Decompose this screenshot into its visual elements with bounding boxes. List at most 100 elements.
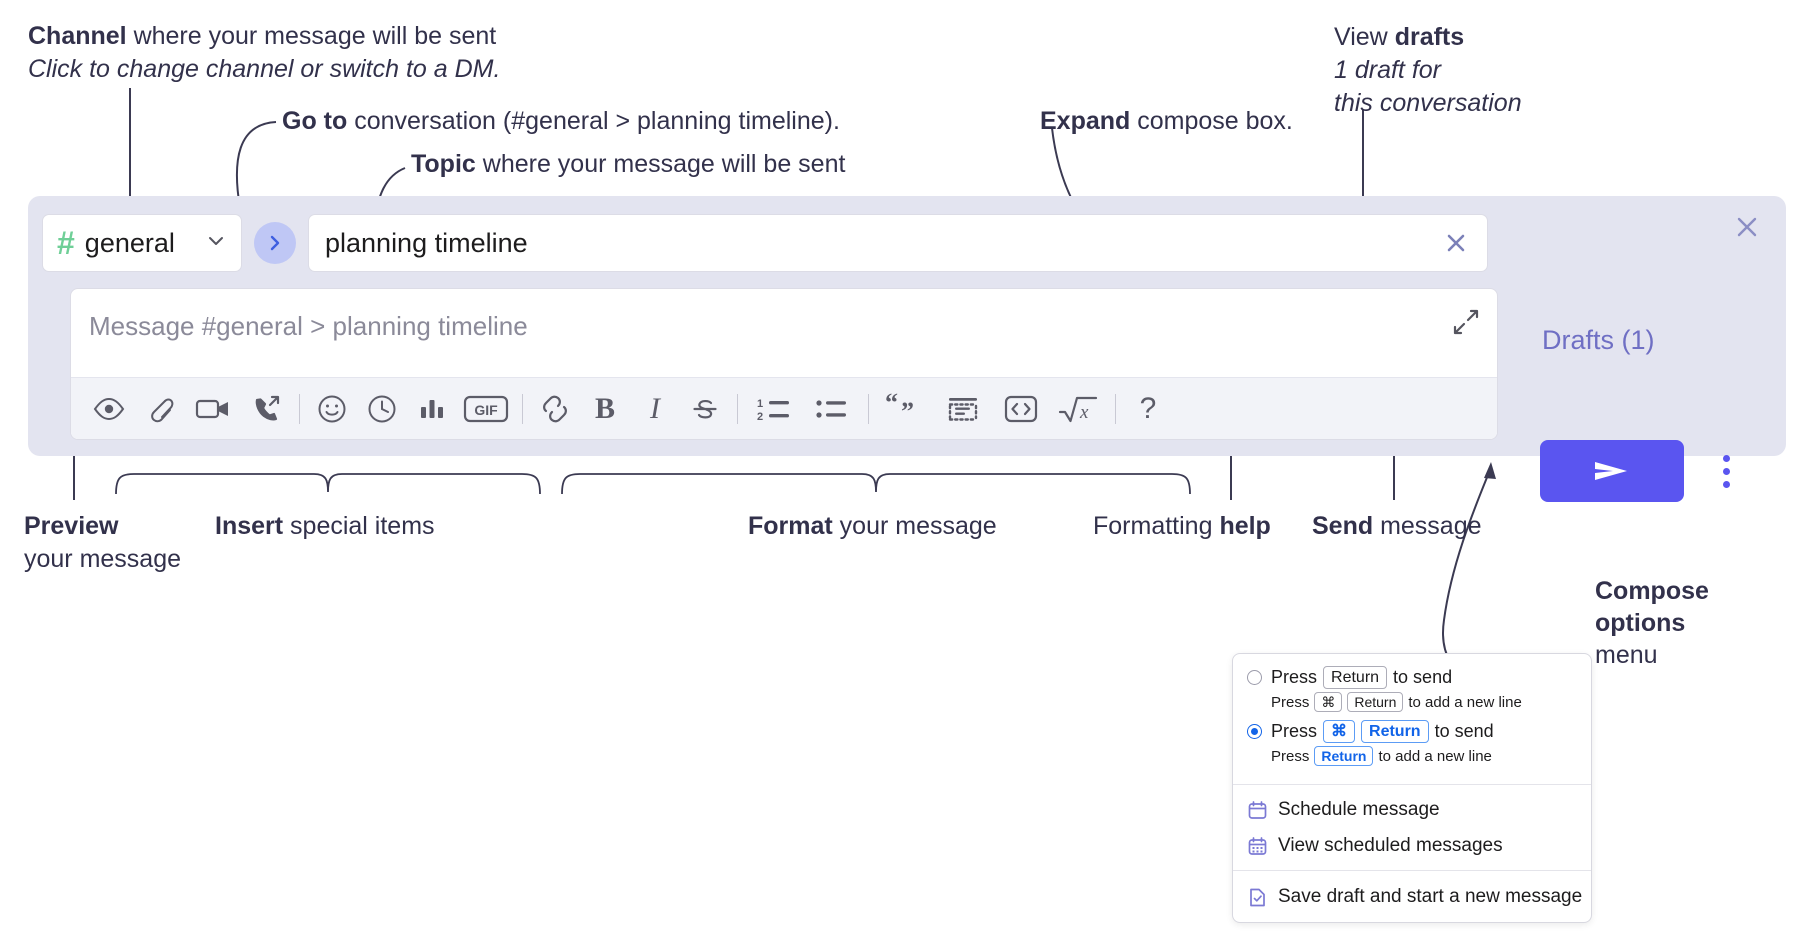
annotation-formatting-help: Formatting help <box>1093 510 1271 543</box>
svg-text:x: x <box>1079 402 1089 423</box>
option-cmd-return-to-send[interactable]: Press ⌘ Return to send <box>1247 720 1577 743</box>
annotation-insert-rest: special items <box>283 512 435 540</box>
goto-conversation-button[interactable] <box>254 222 296 264</box>
toolbar-divider <box>299 393 300 424</box>
key-command: ⌘ <box>1323 720 1356 743</box>
opt2-tail-label: to send <box>1434 721 1494 741</box>
compose-options-button[interactable] <box>1712 448 1740 494</box>
topic-input[interactable]: planning timeline <box>308 214 1488 272</box>
annotation-help-pre: Formatting <box>1093 512 1220 540</box>
poll-icon[interactable] <box>410 387 454 431</box>
opt1-tail-label: to send <box>1393 667 1453 687</box>
annotation-compose-bold1: Compose <box>1595 577 1709 605</box>
radio-cmd-return-to-send[interactable] <box>1247 724 1262 739</box>
bulleted-list-icon[interactable] <box>806 387 858 431</box>
annotation-drafts-italic1: 1 draft for <box>1334 56 1441 84</box>
annotation-channel-rest: where your message will be sent <box>126 22 497 50</box>
expand-icon[interactable] <box>1449 305 1483 339</box>
svg-text:”: ” <box>901 397 914 425</box>
gif-icon[interactable]: GIF <box>460 387 512 431</box>
draft-group: Save draft and start a new message <box>1233 871 1591 922</box>
menu-item-view-scheduled-messages[interactable]: View scheduled messages <box>1233 828 1591 864</box>
bold-icon[interactable]: B <box>583 387 627 431</box>
svg-text:GIF: GIF <box>474 402 498 418</box>
annotation-expand-rest: compose box. <box>1130 107 1293 135</box>
emoji-icon[interactable] <box>310 387 354 431</box>
code-block-icon[interactable] <box>937 387 989 431</box>
compose-header-row: # general planning timeline <box>42 214 1488 272</box>
annotation-topic: Topic where your message will be sent <box>411 148 845 181</box>
annotation-drafts-bold: drafts <box>1394 23 1465 51</box>
link-icon[interactable] <box>533 387 577 431</box>
annotation-expand: Expand compose box. <box>1040 105 1293 138</box>
svg-text:“: “ <box>885 393 898 417</box>
annotation-compose-options: Compose options menu <box>1595 575 1795 671</box>
menu-item-label: Schedule message <box>1278 799 1440 820</box>
radio-return-to-send[interactable] <box>1247 670 1262 685</box>
ordered-list-icon[interactable]: 1 2 <box>748 387 800 431</box>
menu-item-label: Save draft and start a new message <box>1278 886 1583 907</box>
annotation-send-rest: message <box>1373 512 1482 540</box>
kebab-dot <box>1722 467 1730 475</box>
option-cmd-return-subtext: Press Return to add a new line <box>1271 746 1577 766</box>
annotation-drafts: View drafts 1 draft for this conversatio… <box>1334 21 1522 120</box>
opt2-sub-press: Press <box>1271 747 1310 765</box>
annotation-insert: Insert special items <box>215 510 435 543</box>
annotation-channel-italic: Click to change channel or switch to a D… <box>28 55 501 83</box>
italic-label: I <box>650 391 660 425</box>
annotation-channel: Channel where your message will be sent … <box>28 20 500 86</box>
audio-call-icon[interactable] <box>245 387 289 431</box>
attachment-icon[interactable] <box>137 387 181 431</box>
menu-divider <box>1233 870 1591 871</box>
math-icon[interactable]: x <box>1053 387 1105 431</box>
bold-label: B <box>594 391 615 425</box>
opt1-sub-press: Press <box>1271 693 1310 711</box>
annotation-topic-bold: Topic <box>411 150 476 178</box>
key-return: Return <box>1361 720 1429 743</box>
clock-icon[interactable] <box>360 387 404 431</box>
annotation-compose-rest: menu <box>1595 641 1658 669</box>
schedule-group: Schedule message View scheduled messages <box>1233 785 1591 870</box>
chevron-down-icon <box>205 230 227 257</box>
annotation-insert-bold: Insert <box>215 512 284 540</box>
blockquote-icon[interactable]: “ ” <box>879 387 931 431</box>
annotation-drafts-pre: View <box>1334 23 1395 51</box>
option-return-to-send[interactable]: Press Return to send <box>1247 666 1577 689</box>
annotation-format-rest: your message <box>832 512 997 540</box>
menu-divider <box>1233 784 1591 785</box>
inline-code-icon[interactable] <box>995 387 1047 431</box>
key-return: Return <box>1347 692 1404 712</box>
calendar-grid-icon <box>1247 836 1268 857</box>
opt2-sub-tail: to add a new line <box>1378 747 1492 765</box>
message-input-box[interactable]: Message #general > planning timeline <box>70 288 1498 440</box>
kebab-dot <box>1722 454 1730 462</box>
toolbar-divider <box>1115 393 1116 424</box>
annotation-send-bold: Send <box>1312 512 1374 540</box>
strikethrough-icon[interactable] <box>683 387 727 431</box>
clear-topic-icon[interactable] <box>1439 226 1473 260</box>
opt1-press-label: Press <box>1271 667 1318 687</box>
annotation-preview: Preview your message <box>24 510 244 576</box>
menu-item-save-draft[interactable]: Save draft and start a new message <box>1233 876 1591 915</box>
video-icon[interactable] <box>187 387 239 431</box>
close-icon[interactable] <box>1730 210 1764 244</box>
annotation-topic-rest: where your message will be sent <box>475 150 846 178</box>
annotation-help-bold: help <box>1219 512 1271 540</box>
compose-options-menu: Press Return to send Press ⌘ Return to a… <box>1232 653 1592 923</box>
send-button[interactable] <box>1540 440 1684 502</box>
calendar-icon <box>1247 800 1268 821</box>
formatting-toolbar: GIF B I <box>71 377 1497 439</box>
annotation-drafts-italic2: this conversation <box>1334 89 1522 117</box>
annotation-format: Format your message <box>748 510 997 543</box>
italic-icon[interactable]: I <box>633 387 677 431</box>
drafts-link[interactable]: Drafts (1) <box>1542 325 1655 355</box>
key-return: Return <box>1314 746 1374 766</box>
preview-icon[interactable] <box>87 387 131 431</box>
help-label: ? <box>1139 391 1157 425</box>
menu-item-schedule-message[interactable]: Schedule message <box>1233 789 1591 828</box>
toolbar-divider <box>522 393 523 424</box>
save-draft-icon <box>1247 887 1268 908</box>
channel-selector[interactable]: # general <box>42 214 242 272</box>
help-icon[interactable]: ? <box>1126 387 1170 431</box>
